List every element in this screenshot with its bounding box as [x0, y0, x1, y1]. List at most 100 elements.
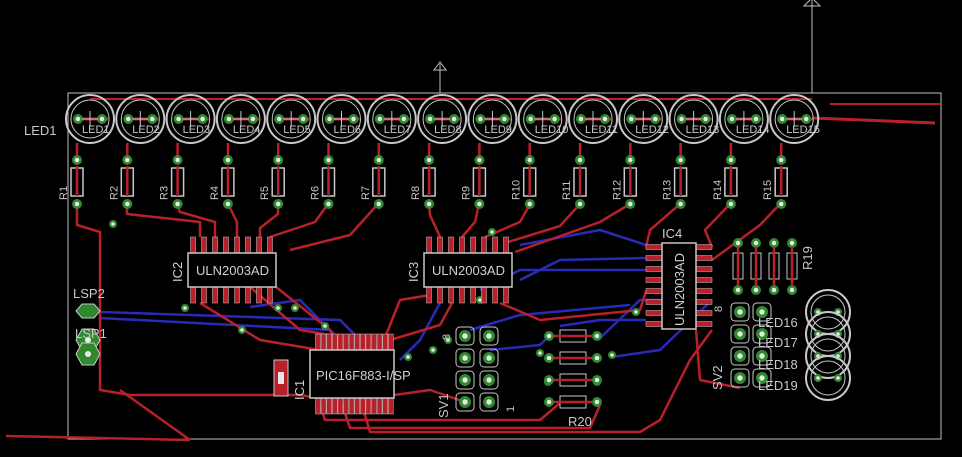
led-7: LED7: [366, 94, 417, 144]
led-12-label: LED12: [635, 124, 669, 136]
top-trace-15: [711, 203, 781, 262]
top-trace-11: [507, 203, 581, 244]
top-trace-10: [484, 203, 532, 239]
ic1-part-label: PIC16F883-I/SP: [316, 368, 411, 383]
top-trace-24: [358, 329, 714, 434]
ic4-ref-label: IC4: [662, 226, 682, 241]
ic1-package[interactable]: PIC16F883-I/SP IC1: [292, 333, 411, 415]
resistor-r8-label: R8: [410, 186, 422, 200]
led-3-label: LED3: [183, 124, 211, 136]
led-3: LED3: [165, 94, 216, 144]
led-4: LED4: [215, 94, 266, 144]
resistor-r15-label: R15: [762, 180, 774, 200]
ic2-package[interactable]: ULN2003AD IC2: [170, 236, 277, 304]
resistor-r14: R14: [712, 143, 738, 209]
resistor-r3: R3: [159, 143, 185, 209]
led19-label: LED19: [758, 378, 798, 393]
sv2-header[interactable]: SV2: [710, 302, 772, 390]
led-6: LED6: [316, 94, 367, 144]
bottom-layer-traces: [99, 228, 713, 361]
resistor-r14-label: R14: [712, 180, 724, 200]
resistor-r12-label: R12: [611, 180, 623, 200]
top-trace-7: [289, 203, 379, 252]
resistor-r9: R9: [460, 143, 487, 209]
ic3-part-label: ULN2003AD: [432, 263, 505, 278]
resistor-r10-label: R10: [511, 180, 523, 200]
led-1-label: LED1: [82, 124, 110, 136]
top-trace-26: [694, 329, 741, 390]
led-9: LED9: [467, 94, 518, 144]
resistor-r5-label: R5: [259, 186, 271, 200]
resistor-r4: R4: [209, 143, 235, 209]
resistor-r6-label: R6: [310, 186, 322, 200]
sv2-ref-label: SV2: [710, 365, 725, 390]
resistor-r8: R8: [410, 143, 436, 209]
led-right-cluster: [805, 289, 851, 401]
led-10: LED10: [517, 94, 569, 144]
led-12: LED12: [618, 94, 669, 144]
led-11-label: LED11: [585, 124, 618, 136]
resistor-r4-label: R4: [209, 186, 221, 200]
ic2-part-label: ULN2003AD: [196, 263, 269, 278]
led-10-label: LED10: [535, 124, 569, 136]
led16-label: LED16: [758, 315, 798, 330]
led-1: LED1: [65, 94, 115, 144]
board-outline: [67, 92, 942, 440]
top-trace-25: [393, 388, 466, 404]
lsp2-label: LSP2: [73, 286, 105, 301]
ic1-ref-label: IC1: [292, 380, 307, 400]
led17-label: LED17: [758, 335, 798, 350]
led-8: LED8: [417, 94, 468, 144]
sv1-header[interactable]: SV1 8 1: [436, 326, 517, 418]
sv1-ref-label: SV1: [436, 393, 451, 418]
lsp1-pad[interactable]: LSP1: [75, 326, 107, 366]
led-14-label: LED14: [736, 124, 770, 136]
ic2-ref-label: IC2: [170, 262, 185, 282]
top-trace-8: [427, 203, 442, 238]
ic3-package[interactable]: ULN2003AD IC3: [406, 236, 513, 304]
resistor-r3-label: R3: [159, 186, 171, 200]
capacitor-c1[interactable]: [273, 359, 289, 397]
top-trace-18: [199, 301, 321, 352]
led-13: LED13: [668, 94, 720, 144]
top-trace-13: [644, 203, 681, 248]
r19-network[interactable]: R19: [732, 238, 815, 295]
led-13-label: LED13: [686, 124, 720, 136]
top-trace-14: [703, 203, 731, 248]
led1-ref-label: LED1: [24, 123, 57, 138]
led-7-label: LED7: [384, 124, 412, 136]
led-15-label: LED15: [786, 124, 820, 136]
top-trace-28: [119, 388, 191, 442]
led-5: LED5: [266, 94, 317, 144]
led-8-label: LED8: [434, 124, 462, 136]
top-trace-2: [125, 204, 202, 237]
top-trace-21: [499, 290, 648, 322]
bottom-trace-6: [469, 303, 631, 332]
resistor-r13: R13: [662, 143, 688, 209]
lsp2-pad[interactable]: LSP2: [73, 286, 105, 352]
resistor-r11-label: R11: [561, 181, 573, 200]
r20-network[interactable]: R20: [544, 329, 602, 429]
top-trace-4: [226, 203, 239, 237]
resistor-r9-label: R9: [460, 186, 472, 200]
resistor-r1-label: R1: [58, 186, 70, 200]
led-9-label: LED9: [484, 124, 512, 136]
resistor-r2: R2: [108, 143, 135, 209]
ic3-ref-label: IC3: [406, 262, 421, 282]
top-trace-27: [5, 434, 191, 442]
resistor-r13-label: R13: [662, 180, 674, 200]
lsp1-label: LSP1: [75, 326, 107, 341]
resistor-r15: R15: [762, 143, 788, 209]
ic4-package[interactable]: ULN2003AD IC4 8: [645, 226, 725, 330]
top-trace-5: [258, 204, 280, 237]
top-trace-19: [378, 293, 431, 351]
bottom-trace-8: [559, 318, 646, 328]
top-layer-traces: [5, 98, 940, 442]
r19-ref-label: R19: [800, 246, 815, 270]
bottom-trace-11: [489, 335, 550, 352]
top-trace-9: [461, 203, 481, 238]
top-trace-12: [514, 202, 631, 254]
led-4-label: LED4: [233, 124, 261, 136]
